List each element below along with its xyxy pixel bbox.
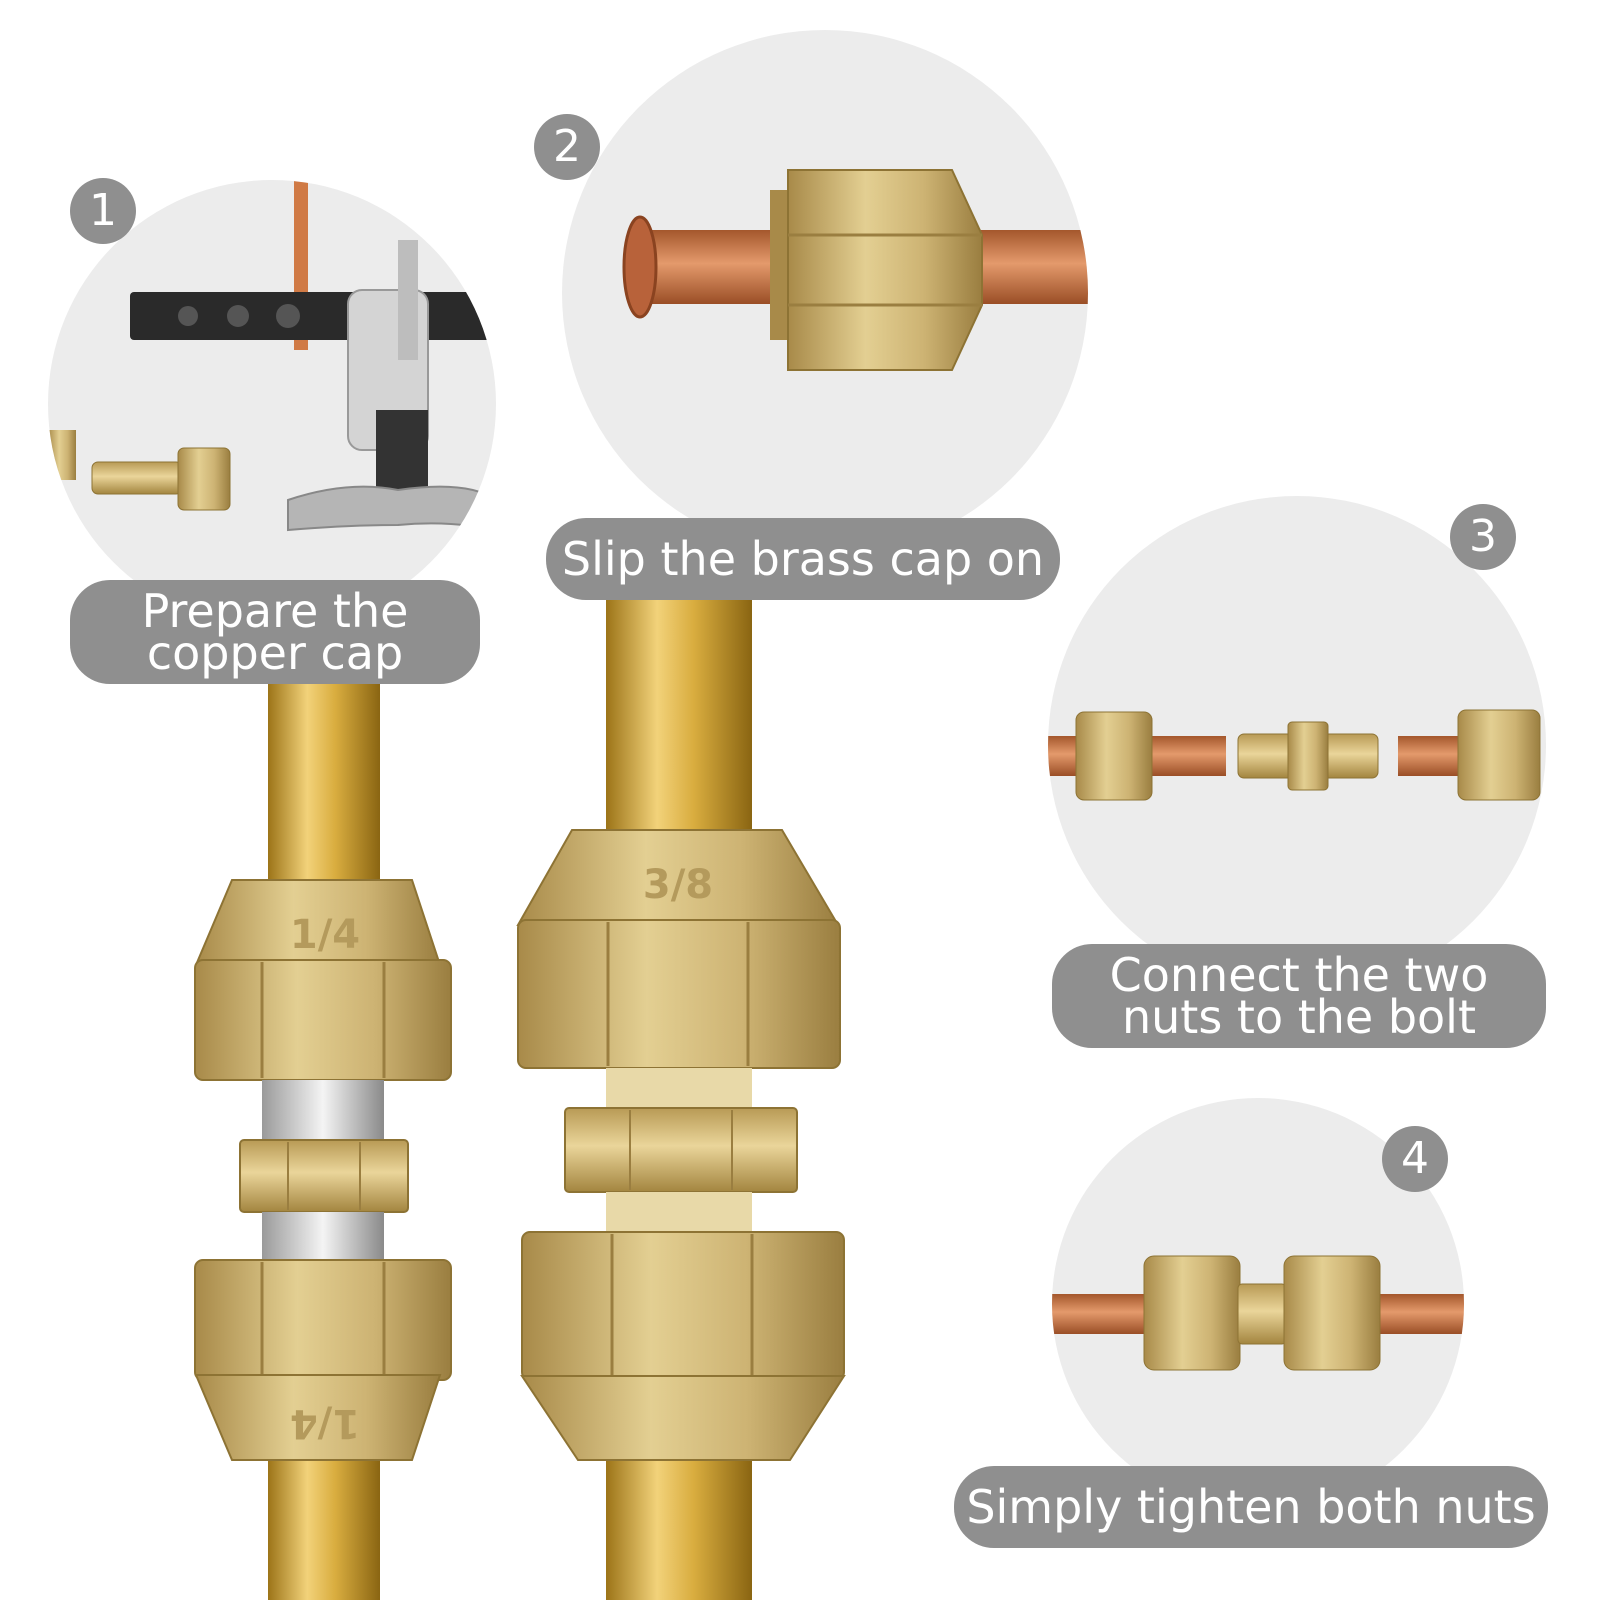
step-1-photo [48, 180, 496, 628]
right-union-fitting-icon [516, 829, 846, 1461]
brass-nut-icon [48, 430, 231, 511]
step-3-caption-line-1: Connect the two [1109, 948, 1489, 1002]
size-marking-left-top: 1/4 [289, 912, 361, 958]
brass-nut-icon [770, 169, 983, 371]
step-2-caption: Slip the brass cap on [546, 518, 1060, 600]
union-fitting-icon [1237, 721, 1379, 791]
step-4-caption-line-1: Simply tighten both nuts [966, 1480, 1536, 1534]
step-1-number-badge: 1 [70, 178, 136, 244]
step-3-caption: Connect the two nuts to the bolt [1052, 944, 1546, 1048]
step-2-caption-line-1: Slip the brass cap on [561, 532, 1045, 586]
step-3-photo [1048, 496, 1546, 994]
step-1-caption: Prepare the copper cap [70, 580, 480, 684]
step-3-number-badge: 3 [1450, 504, 1516, 570]
step-3-caption-line-2: nuts to the bolt [1121, 990, 1476, 1044]
union-fitting-icon [1143, 1255, 1381, 1371]
step-1-caption-line-1: Prepare the [141, 584, 409, 638]
left-union-fitting-icon [194, 879, 452, 1461]
step-4-number-badge: 4 [1382, 1126, 1448, 1192]
step-1-caption-line-2: copper cap [146, 626, 404, 680]
step-4-caption: Simply tighten both nuts [954, 1466, 1548, 1548]
step-2-photo [562, 30, 1088, 556]
step-2-number-badge: 2 [534, 114, 600, 180]
brass-nut-icon [1075, 709, 1541, 801]
size-marking-right-top: 3/8 [642, 862, 714, 908]
size-marking-left-bottom: 1/4 [289, 1400, 361, 1446]
flaring-tool-icon [130, 240, 496, 532]
